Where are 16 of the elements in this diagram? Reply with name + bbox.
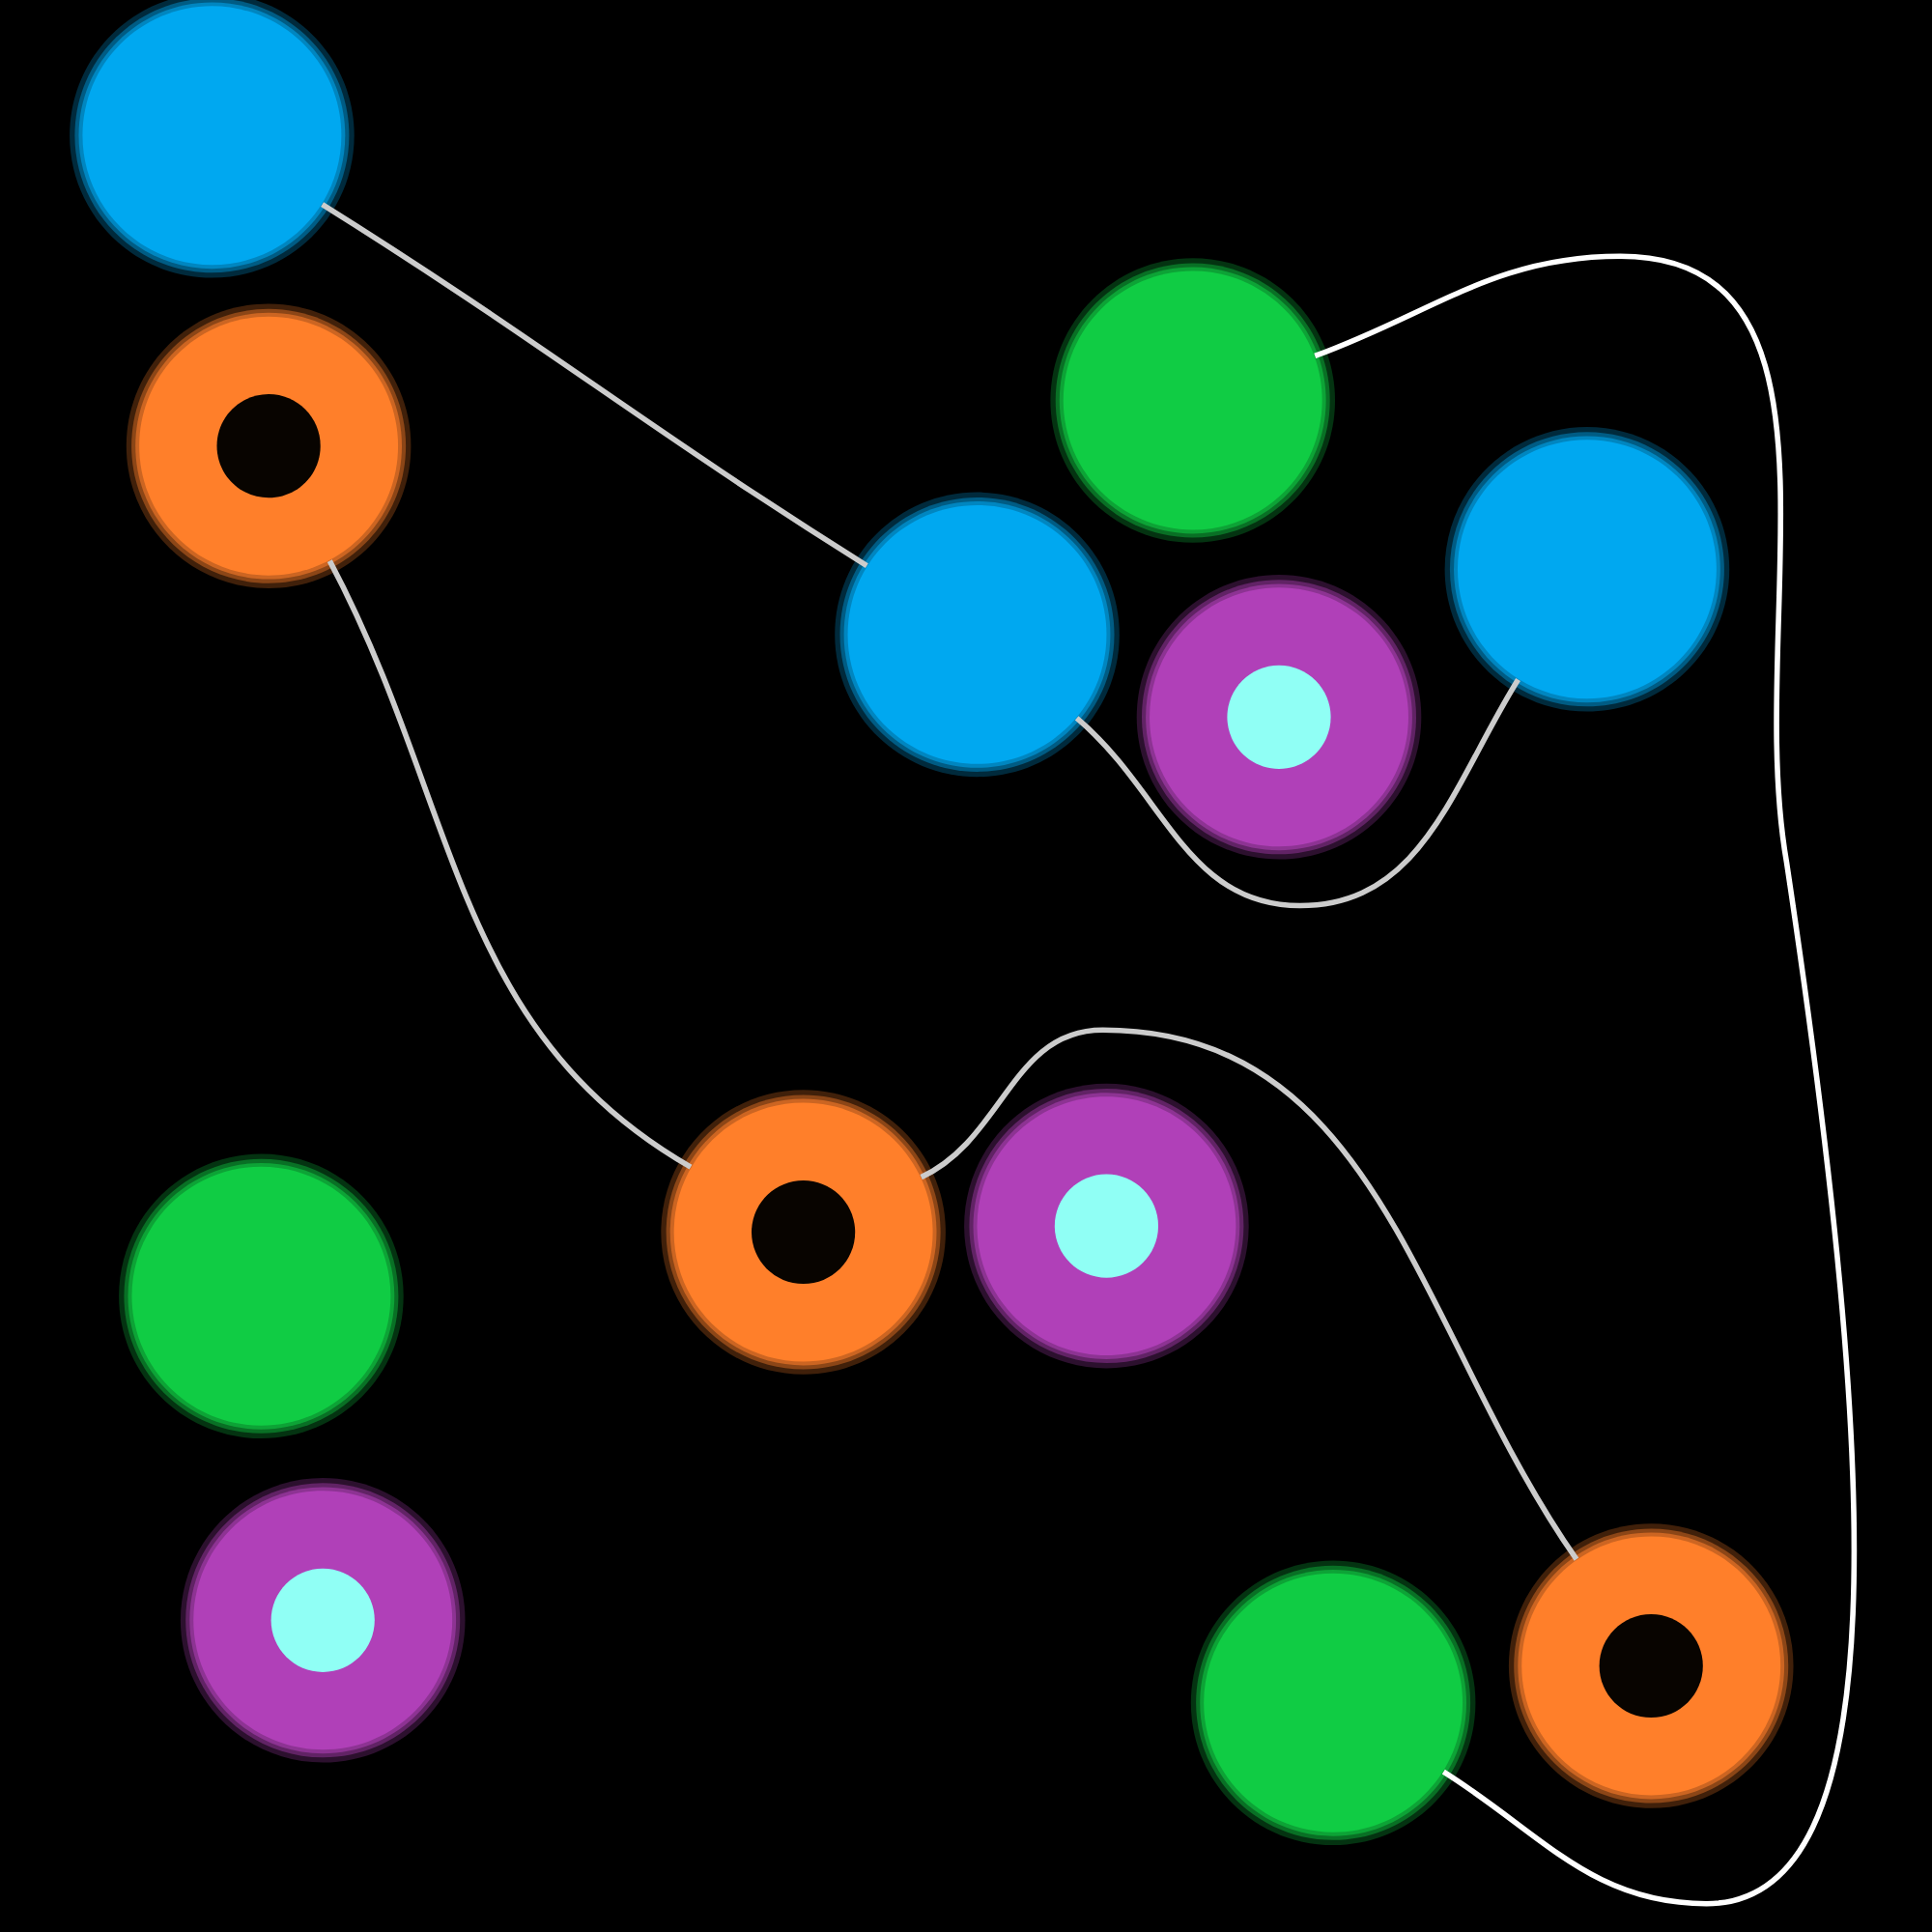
curved-line (321, 202, 868, 568)
ring-circle (1136, 575, 1422, 860)
blurred-circle (1190, 1560, 1476, 1846)
ring-circle (661, 1090, 946, 1375)
curved-line (1314, 253, 1857, 1907)
curved-line (327, 559, 693, 1170)
blurred-circle (1444, 427, 1730, 712)
ring-circle (180, 1478, 466, 1763)
ring-circle (126, 303, 412, 588)
blurred-circle (1050, 258, 1335, 543)
ring-circle (964, 1083, 1249, 1369)
curved-line (1074, 678, 1520, 909)
curved-line (920, 1027, 1579, 1561)
blurred-circle (119, 1153, 404, 1439)
ring-circle (1508, 1523, 1794, 1808)
blurred-circle (835, 492, 1120, 778)
